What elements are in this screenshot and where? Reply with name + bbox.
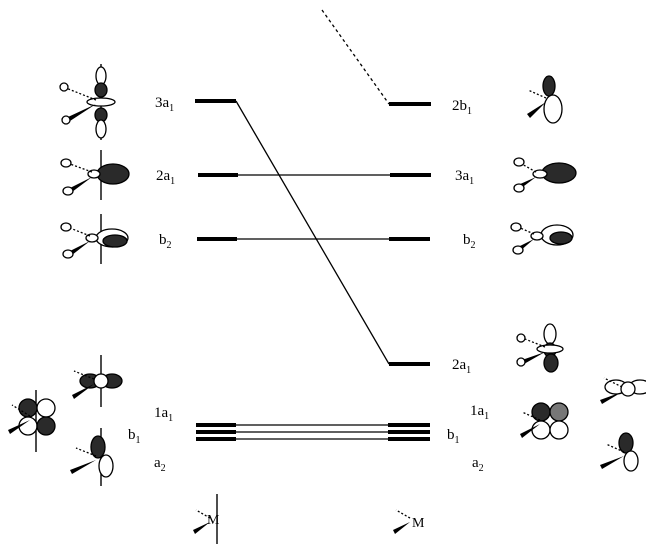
correlation-3a1-to-2a1 xyxy=(235,100,390,365)
right-label-b1: b1 xyxy=(447,427,460,446)
right-metal-label: M xyxy=(412,516,425,531)
left-label-1a1: 1a1 xyxy=(154,405,173,424)
right-levels xyxy=(388,102,431,441)
orbital-left-b2 xyxy=(60,214,129,264)
right-labels: 2b1 3a1 b2 2a1 1a1 b1 a2 xyxy=(447,98,489,474)
right-label-2a1: 2a1 xyxy=(452,357,471,376)
right-label-b2: b2 xyxy=(463,232,476,251)
orbital-left-a2 xyxy=(70,428,114,486)
orbital-left-3a1 xyxy=(59,64,116,140)
fragment-left-metal: M xyxy=(193,494,220,544)
orbital-right-a2 xyxy=(600,432,639,472)
orbital-right-2a1 xyxy=(516,323,564,373)
right-label-3a1: 3a1 xyxy=(455,168,474,187)
left-labels: 3a1 2a1 b2 1a1 b1 a2 xyxy=(128,95,175,474)
right-label-a2: a2 xyxy=(472,455,484,474)
left-label-3a1: 3a1 xyxy=(155,95,174,114)
left-metal-label: M xyxy=(207,513,220,528)
correlation-lines xyxy=(235,9,390,440)
orbital-right-2b1 xyxy=(527,75,563,124)
left-label-2a1: 2a1 xyxy=(156,168,175,187)
fragment-right-metal: M xyxy=(393,509,425,534)
left-label-b2: b2 xyxy=(159,232,172,251)
left-label-a2: a2 xyxy=(154,455,166,474)
orbital-left-b1 xyxy=(8,390,56,452)
orbital-right-b2 xyxy=(510,222,574,255)
left-label-b1: b1 xyxy=(128,427,141,446)
orbital-left-1a1 xyxy=(72,355,123,407)
orbital-right-b1 xyxy=(600,377,646,404)
orbital-left-2a1 xyxy=(60,150,130,200)
orbital-right-3a1 xyxy=(513,157,577,193)
orbital-right-1a1 xyxy=(520,402,569,440)
correlation-2b1-dashed xyxy=(321,9,390,105)
right-label-2b1: 2b1 xyxy=(452,98,472,117)
left-levels xyxy=(195,99,238,441)
right-label-1a1: 1a1 xyxy=(470,403,489,422)
